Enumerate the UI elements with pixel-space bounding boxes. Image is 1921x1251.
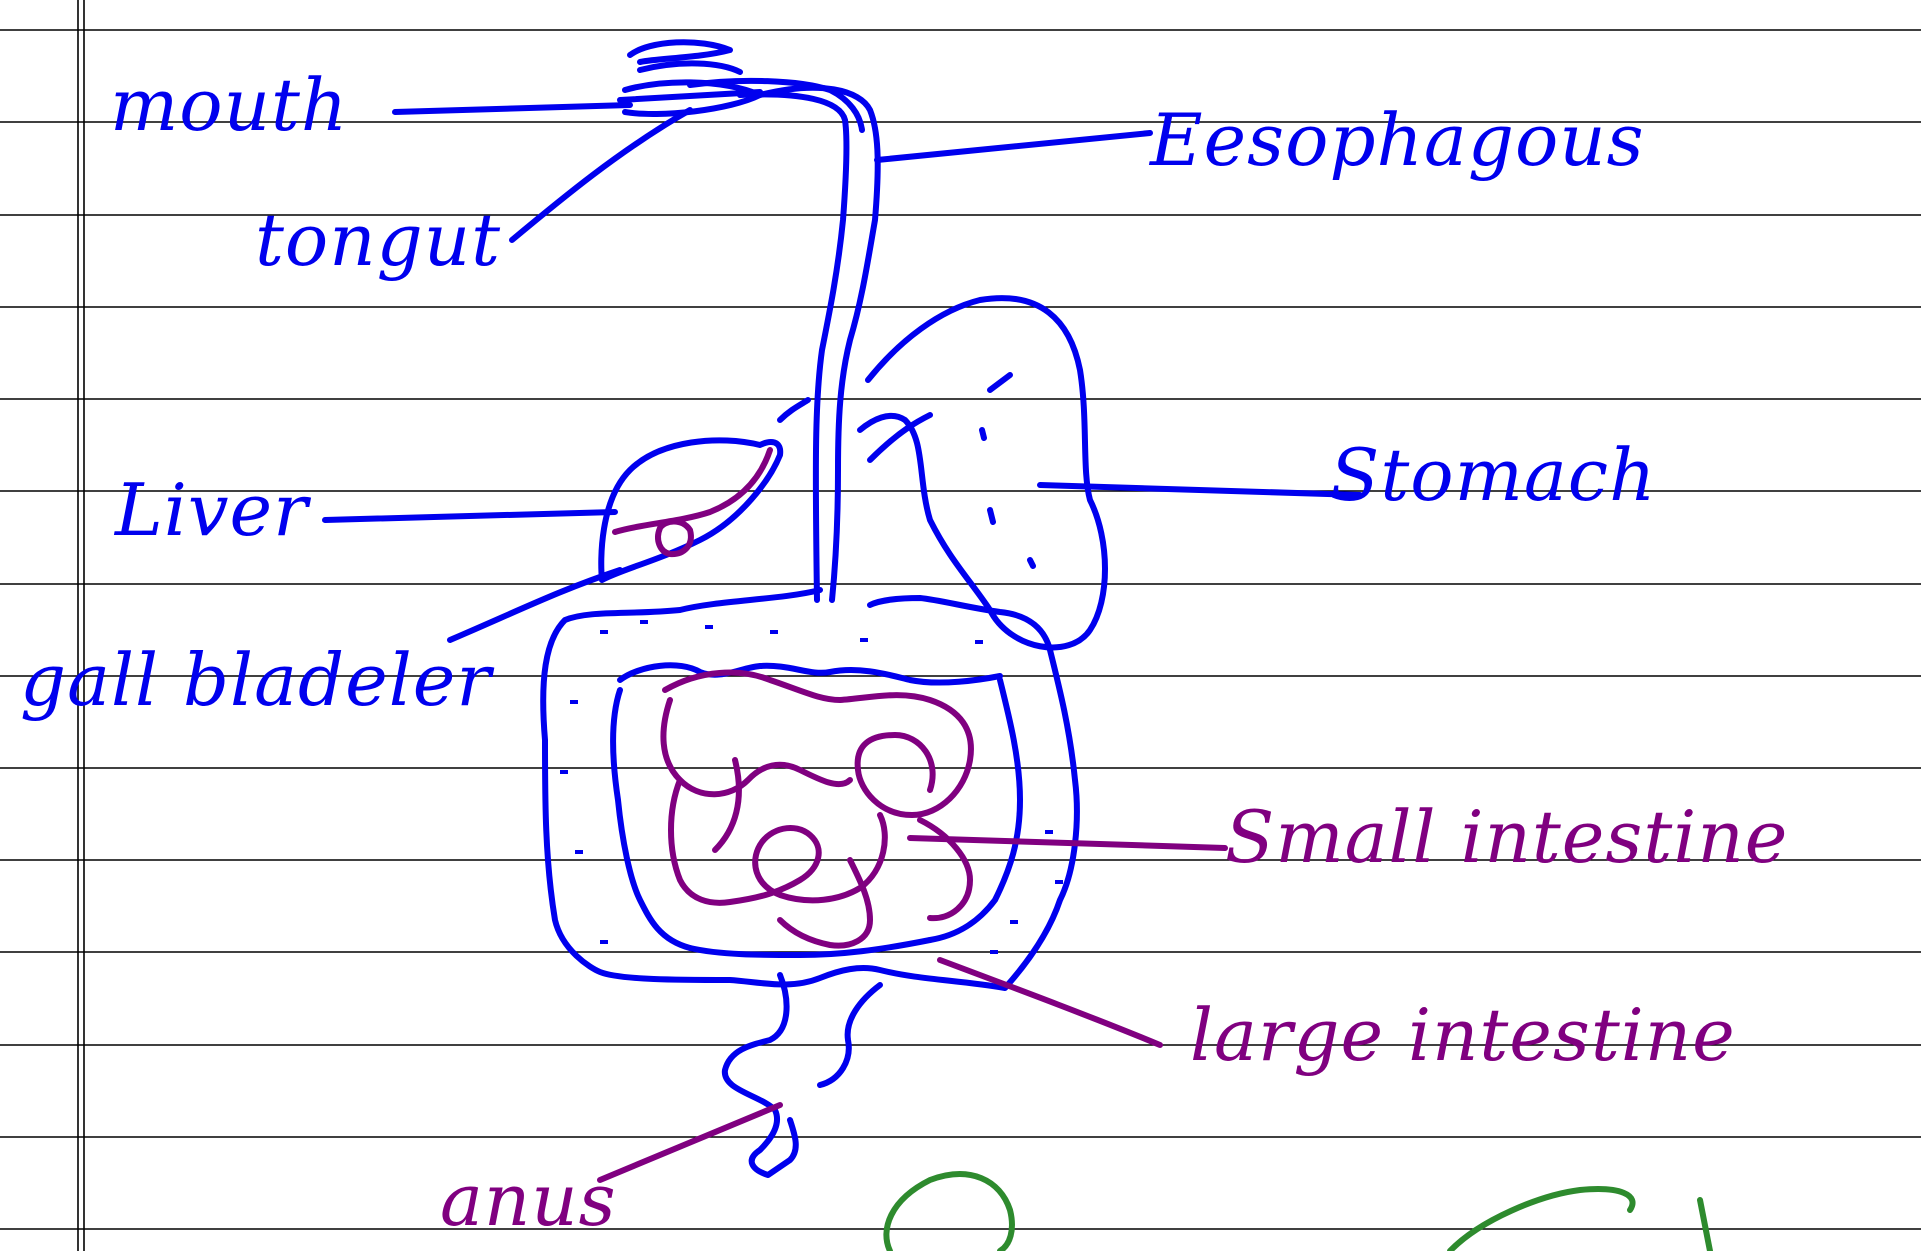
label-large-intestine: large intestine: [1190, 993, 1736, 1077]
label-tongue: tongut: [255, 198, 501, 282]
partial-green-title-strokes: [886, 1174, 1710, 1251]
esophagus-drawing: [740, 88, 878, 600]
stomach-drawing: [860, 298, 1105, 647]
label-liver: Liver: [113, 468, 311, 552]
label-mouth: mouth: [110, 63, 348, 147]
small-intestine-drawing: [663, 673, 971, 946]
liver-drawing: [601, 400, 808, 580]
label-esophagus: Eesophagous: [1148, 98, 1645, 182]
label-stomach: Stomach: [1330, 433, 1657, 517]
large-intestine-drawing: [543, 590, 1077, 1175]
label-small-intestine: Small intestine: [1225, 795, 1788, 879]
label-gall-bladder: gall bladeler: [20, 638, 494, 722]
label-anus: anus: [440, 1158, 617, 1242]
